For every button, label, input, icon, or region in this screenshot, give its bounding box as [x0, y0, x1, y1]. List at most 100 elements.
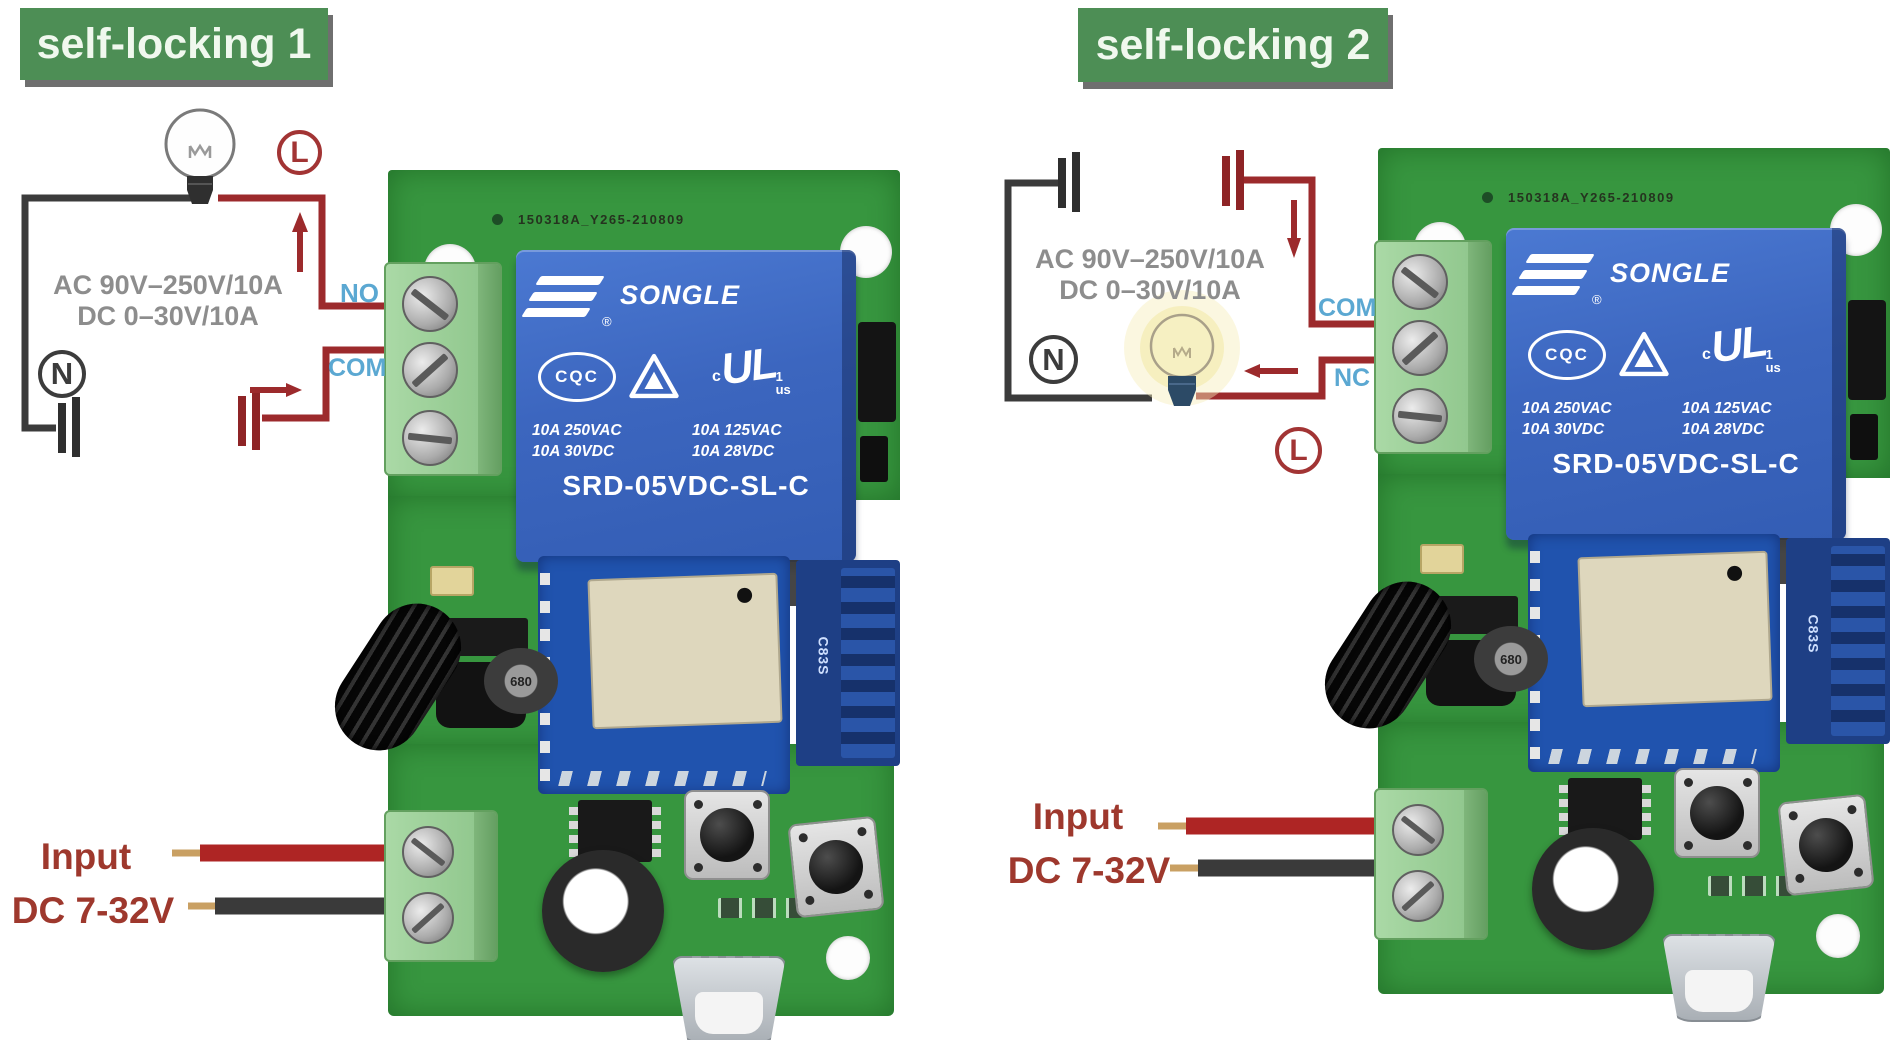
terminal-screw — [1392, 254, 1448, 310]
micro-usb-port — [1662, 934, 1776, 1022]
rating-ac: AC 90V–250V/10A — [53, 270, 283, 300]
inductor: 680 — [1474, 626, 1548, 692]
electrolytic-capacitor — [1532, 828, 1654, 950]
button-cap — [806, 837, 866, 897]
terminal-screw — [402, 276, 458, 332]
wifi-module — [1528, 534, 1780, 772]
com-wire — [238, 346, 384, 450]
input-title: Input — [40, 836, 132, 877]
input-voltage: DC 7-32V — [11, 890, 175, 931]
pcb-via — [1482, 192, 1493, 203]
rating-dc: DC 0–30V/10A — [1059, 275, 1241, 305]
tactile-button — [787, 815, 885, 919]
smd-component — [1850, 414, 1878, 460]
live-label: L — [277, 130, 322, 175]
electrolytic-capacitor — [542, 850, 664, 972]
terminal-label-no: NO — [340, 278, 379, 308]
live-wire — [1222, 150, 1384, 328]
terminal-label-com: COM — [328, 354, 387, 382]
input-wires — [172, 844, 392, 915]
terminal-screw — [1392, 804, 1444, 856]
wifi-shield — [587, 572, 783, 730]
smd-resistor-row — [1708, 876, 1792, 896]
smd-resistor-row — [718, 898, 802, 918]
shield-dot — [1726, 565, 1743, 582]
pcb-via — [492, 214, 503, 225]
wifi-antenna-board: C83S — [1786, 538, 1890, 744]
rating-dc: DC 0–30V/10A — [77, 301, 259, 331]
antenna-trace-pattern — [840, 568, 895, 758]
songle-logo-icon — [1511, 254, 1595, 302]
light-bulb-on — [1124, 290, 1240, 406]
tactile-button — [684, 790, 770, 880]
antenna-model-label: C83S — [815, 636, 832, 676]
pcb-silkscreen-id: 150318A_Y265-210809 — [518, 212, 685, 227]
smd-transistor — [858, 322, 896, 422]
neutral-wire — [1004, 152, 1152, 402]
nc-wire — [1196, 356, 1384, 400]
tactile-button — [1674, 768, 1760, 858]
relay-brand: SONGLE — [1610, 258, 1731, 288]
antenna-trace-pattern — [1830, 546, 1885, 736]
smd-led — [1420, 544, 1464, 574]
ccc-triangle-icon — [629, 353, 679, 399]
input-voltage: DC 7-32V — [1007, 850, 1171, 891]
live-wire — [218, 194, 384, 310]
usb-tongue — [1685, 970, 1753, 1012]
terminal-screw — [402, 410, 458, 466]
relay-model: SRD-05VDC-SL-C — [1552, 448, 1800, 479]
button-cap — [1796, 815, 1856, 875]
usb-tongue — [695, 992, 763, 1034]
tactile-button — [1777, 793, 1875, 897]
relay-brand: SONGLE — [620, 280, 741, 310]
mounting-hole — [1816, 914, 1860, 958]
ccc-triangle-icon — [1619, 331, 1669, 377]
registered-mark-icon: ® — [1592, 292, 1602, 307]
input-terminal-block — [384, 810, 498, 962]
relay-output-terminal-block — [384, 262, 502, 476]
module-pins — [558, 771, 767, 786]
registered-mark-icon: ® — [602, 314, 612, 329]
neutral-label: N — [38, 350, 86, 398]
terminal-screw — [1392, 870, 1444, 922]
relay-model: SRD-05VDC-SL-C — [562, 470, 810, 501]
live-label: L — [1275, 427, 1322, 474]
pcb-silkscreen-id: 150318A_Y265-210809 — [1508, 190, 1675, 205]
button-cap — [1690, 786, 1744, 840]
shield-dot — [736, 587, 753, 604]
cqc-cert-icon: CQC — [538, 352, 616, 402]
wifi-shield — [1577, 550, 1773, 708]
terminal-screw — [1392, 388, 1448, 444]
light-bulb-off — [164, 108, 236, 204]
smd-component — [860, 436, 888, 482]
relay-side-face — [842, 250, 856, 562]
button-cap — [700, 808, 754, 862]
relay-output-terminal-block — [1374, 240, 1492, 454]
cqc-cert-icon: CQC — [1528, 330, 1606, 380]
neutral-label: N — [1029, 335, 1078, 384]
wifi-module — [538, 556, 790, 794]
rating-ac: AC 90V–250V/10A — [1035, 244, 1265, 274]
micro-usb-port — [672, 956, 786, 1040]
terminal-screw — [402, 892, 454, 944]
module-pins — [1548, 749, 1757, 764]
relay-side-face — [1832, 228, 1846, 540]
inductor: 680 — [484, 648, 558, 714]
smd-led — [430, 566, 474, 596]
mounting-hole — [826, 936, 870, 980]
terminal-label-com: COM — [1318, 294, 1377, 322]
neutral-wire — [21, 194, 206, 457]
smd-transistor — [1848, 300, 1886, 400]
wifi-antenna-board: C83S — [796, 560, 900, 766]
